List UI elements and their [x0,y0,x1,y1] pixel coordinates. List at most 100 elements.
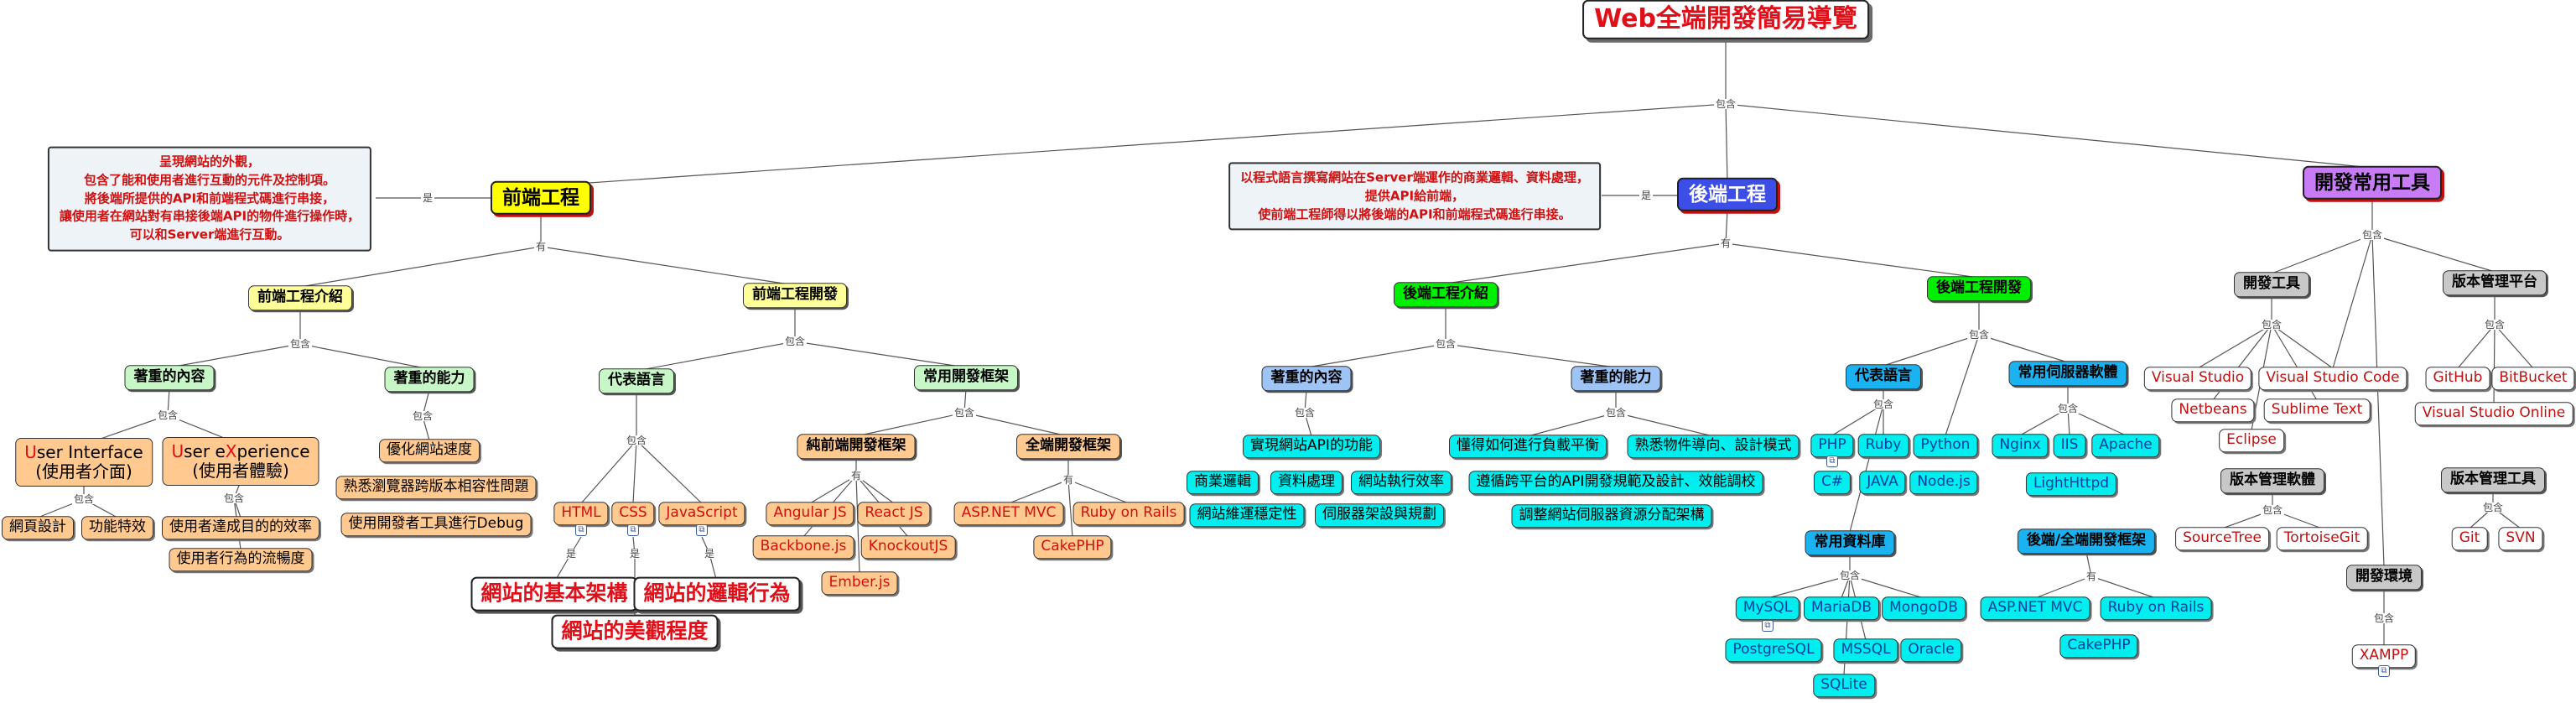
link-icon[interactable]: ⧉ [627,524,639,536]
be-content-logic[interactable]: 商業邏輯 [1187,471,1259,494]
tool-github[interactable]: GitHub [2425,367,2490,390]
be-ability-api[interactable]: 遵循跨平台的API開發規範及設計、效能調校 [1468,471,1763,494]
server-lighthttpd[interactable]: LightHttpd [2025,472,2117,496]
tool-git[interactable]: Git [2451,527,2488,550]
link-icon[interactable]: ⧉ [2378,665,2390,677]
tool-bitbucket[interactable]: BitBucket [2491,367,2575,390]
be-fw-rails[interactable]: Ruby on Rails [2100,596,2212,620]
be-fw-cakephp[interactable]: CakePHP [2059,634,2138,658]
lang-javascript[interactable]: JavaScript [658,502,745,525]
tool-eclipse[interactable]: Eclipse [2219,429,2284,452]
connector-line [2271,234,2373,274]
concept-structure[interactable]: 網站的基本架構 [470,576,638,612]
tool-xampp[interactable]: XAMPP [2351,644,2417,668]
frontend-dev-topic[interactable]: 前端工程開發 [743,283,847,308]
frontend-ability-topic[interactable]: 著重的能力 [384,367,475,392]
server-iis[interactable]: IIS [2053,434,2086,457]
ability-item-compat[interactable]: 熟悉瀏覽器跨版本相容性問題 [335,476,537,499]
db-mssql[interactable]: MSSQL [1833,638,1898,662]
be-content-stability[interactable]: 網站維運穩定性 [1189,503,1305,527]
lang-html[interactable]: HTML [553,502,609,525]
backend-dev-topic[interactable]: 後端工程開發 [1927,276,2031,301]
ui-item-effects[interactable]: 功能特效 [81,516,153,539]
backend-frameworks-topic[interactable]: 後端/全端開發框架 [2017,529,2156,554]
link-icon[interactable]: ⧉ [575,524,587,536]
ability-item-debug[interactable]: 使用開發者工具進行Debug [340,513,532,536]
be-fw-aspnet[interactable]: ASP.NET MVC [1980,596,2090,620]
dev-tools-topic[interactable]: 開發工具 [2234,272,2309,297]
be-content-server-plan[interactable]: 伺服器架設與規劃 [1315,503,1444,527]
link-icon[interactable]: ⧉ [1762,620,1774,632]
dev-env-topic[interactable]: 開發環境 [2346,565,2422,590]
frontend-languages-topic[interactable]: 代表語言 [599,368,674,393]
ux-item-efficiency[interactable]: 使用者達成目的的效率 [162,516,319,539]
be-lang-php[interactable]: PHP [1810,434,1854,457]
fw-ember[interactable]: Ember.js [821,571,898,595]
backend-ability-topic[interactable]: 著重的能力 [1571,366,1661,391]
root-topic[interactable]: Web全端開發簡易導覽 [1582,0,1869,39]
link-icon[interactable]: ⧉ [1826,456,1838,467]
tool-vs-online[interactable]: Visual Studio Online [2414,402,2573,425]
be-lang-ruby[interactable]: Ruby [1857,434,1909,457]
lang-css[interactable]: CSS [611,502,655,525]
backend-content-topic[interactable]: 著重的內容 [1261,366,1352,391]
frontend-frameworks-topic[interactable]: 常用開發框架 [914,365,1018,390]
tool-sublime[interactable]: Sublime Text [2263,398,2371,422]
backend-servers-topic[interactable]: 常用伺服器軟體 [2008,361,2127,386]
frontend-topic[interactable]: 前端工程 [491,180,591,216]
be-content-data[interactable]: 資料處理 [1270,471,1343,494]
ux-item-fluency[interactable]: 使用者行為的流暢度 [169,548,313,571]
db-mariadb[interactable]: MariaDB [1804,596,1879,620]
server-nginx[interactable]: Nginx [1992,434,2049,457]
fw-knockout[interactable]: KnockoutJS [860,535,956,559]
vc-tools-topic[interactable]: 版本管理工具 [2441,467,2545,492]
tool-netbeans[interactable]: Netbeans [2171,398,2255,422]
fw-aspnet-front[interactable]: ASP.NET MVC [953,502,1064,525]
vc-software-topic[interactable]: 版本管理軟體 [2220,468,2324,493]
db-mongodb[interactable]: MongoDB [1882,596,1966,620]
db-mysql[interactable]: MySQL [1735,596,1800,620]
connector-line [1725,103,2373,169]
tools-topic[interactable]: 開發常用工具 [2303,165,2442,200]
ux-topic[interactable]: User eXperience (使用者體驗) [162,437,319,486]
fw-angular[interactable]: Angular JS [766,502,854,525]
tool-svn[interactable]: SVN [2498,527,2543,550]
frontend-content-topic[interactable]: 著重的內容 [124,365,215,390]
backend-databases-topic[interactable]: 常用資料庫 [1805,530,1895,555]
be-ability-oop[interactable]: 熟悉物件導向、設計模式 [1627,435,1800,458]
be-ability-load[interactable]: 懂得如何進行負載平衡 [1449,435,1607,458]
fw-backbone[interactable]: Backbone.js [752,535,854,559]
tool-visual-studio[interactable]: Visual Studio [2143,367,2252,390]
frontend-intro-topic[interactable]: 前端工程介紹 [248,285,352,310]
rel-label-contains: 包含 [624,435,649,446]
fw-react[interactable]: React JS [857,502,931,525]
backend-topic[interactable]: 後端工程 [1677,177,1778,212]
backend-content-head[interactable]: 實現網站API的功能 [1243,435,1380,458]
be-lang-nodejs[interactable]: Node.js [1909,471,1978,494]
be-lang-csharp[interactable]: C# [1813,471,1852,494]
backend-languages-topic[interactable]: 代表語言 [1846,364,1921,389]
db-sqlite[interactable]: SQLite [1813,674,1875,697]
ability-item-speed[interactable]: 優化網站速度 [379,439,480,462]
tool-sourcetree[interactable]: SourceTree [2175,527,2269,550]
vc-platform-topic[interactable]: 版本管理平台 [2443,270,2547,295]
pure-frontend-frameworks-topic[interactable]: 純前端開發框架 [797,434,916,459]
backend-intro-topic[interactable]: 後端工程介紹 [1394,282,1498,307]
link-icon[interactable]: ⧉ [696,524,708,536]
be-lang-java[interactable]: JAVA [1859,471,1906,494]
concept-logic[interactable]: 網站的邏輯行為 [633,576,801,612]
be-content-perf[interactable]: 網站執行效率 [1351,471,1452,494]
tool-tortoisegit[interactable]: TortoiseGit [2276,527,2368,550]
full-stack-frameworks-topic[interactable]: 全端開發框架 [1016,434,1120,459]
be-ability-resources[interactable]: 調整網站伺服器資源分配架構 [1511,504,1712,528]
ui-item-web-design[interactable]: 網頁設計 [2,516,74,539]
be-lang-python[interactable]: Python [1913,434,1978,457]
db-postgresql[interactable]: PostgreSQL [1725,638,1822,662]
ui-topic[interactable]: User Interface (使用者介面) [15,438,153,487]
concept-style[interactable]: 網站的美觀程度 [551,614,719,649]
db-oracle[interactable]: Oracle [1900,638,1962,662]
server-apache[interactable]: Apache [2091,434,2160,457]
fw-rails-front[interactable]: Ruby on Rails [1072,502,1185,525]
tool-vscode[interactable]: Visual Studio Code [2258,367,2407,390]
fw-cakephp-front[interactable]: CakePHP [1033,535,1112,559]
